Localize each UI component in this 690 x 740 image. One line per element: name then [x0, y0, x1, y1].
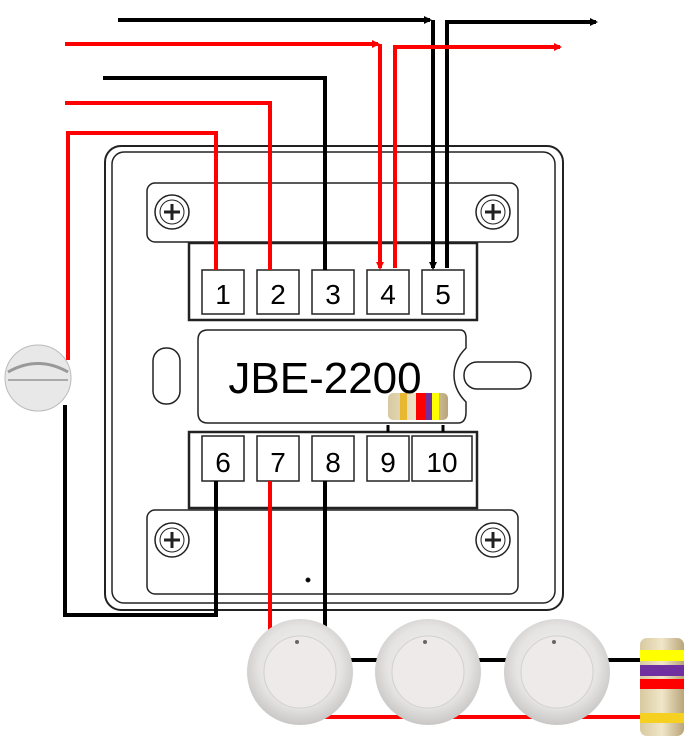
- terminal-8: 8: [325, 447, 341, 478]
- screw-icon: [154, 194, 190, 230]
- screw-icon: [475, 522, 511, 558]
- bottom-terminal-boxes: [201, 435, 473, 482]
- screws: [154, 194, 511, 558]
- smoke-detector-icon: [375, 619, 481, 725]
- wire-red-1: [66, 131, 218, 360]
- terminal-3: 3: [325, 279, 341, 310]
- terminal-4: 4: [380, 279, 396, 310]
- screw-icon: [475, 194, 511, 230]
- terminal-2: 2: [270, 279, 286, 310]
- smoke-detector-icon: [247, 619, 353, 725]
- smoke-detector-icon: [504, 619, 610, 725]
- terminal-6: 6: [215, 447, 231, 478]
- terminal-7: 7: [270, 447, 286, 478]
- wire-black-3: [103, 76, 327, 270]
- resistor-icon: [388, 393, 448, 420]
- terminal-10: 10: [426, 447, 457, 478]
- terminal-5: 5: [435, 279, 451, 310]
- wire-red-4-out: [393, 43, 562, 268]
- screw-icon: [154, 522, 190, 558]
- end-of-line-resistor-icon: [640, 638, 684, 736]
- wire-black-5-out: [445, 18, 598, 268]
- bottom-terminal-labels: 6 7 8 9 10: [215, 447, 457, 478]
- terminal-9: 9: [380, 447, 396, 478]
- top-terminal-boxes: [201, 269, 465, 315]
- wire-black-6: [63, 405, 218, 617]
- wire-red-2: [65, 101, 272, 270]
- terminal-1: 1: [215, 279, 231, 310]
- top-terminal-labels: 1 2 3 4 5: [215, 279, 451, 310]
- wall-sensor-icon: [4, 344, 72, 412]
- module-model-label: JBE-2200: [228, 354, 421, 403]
